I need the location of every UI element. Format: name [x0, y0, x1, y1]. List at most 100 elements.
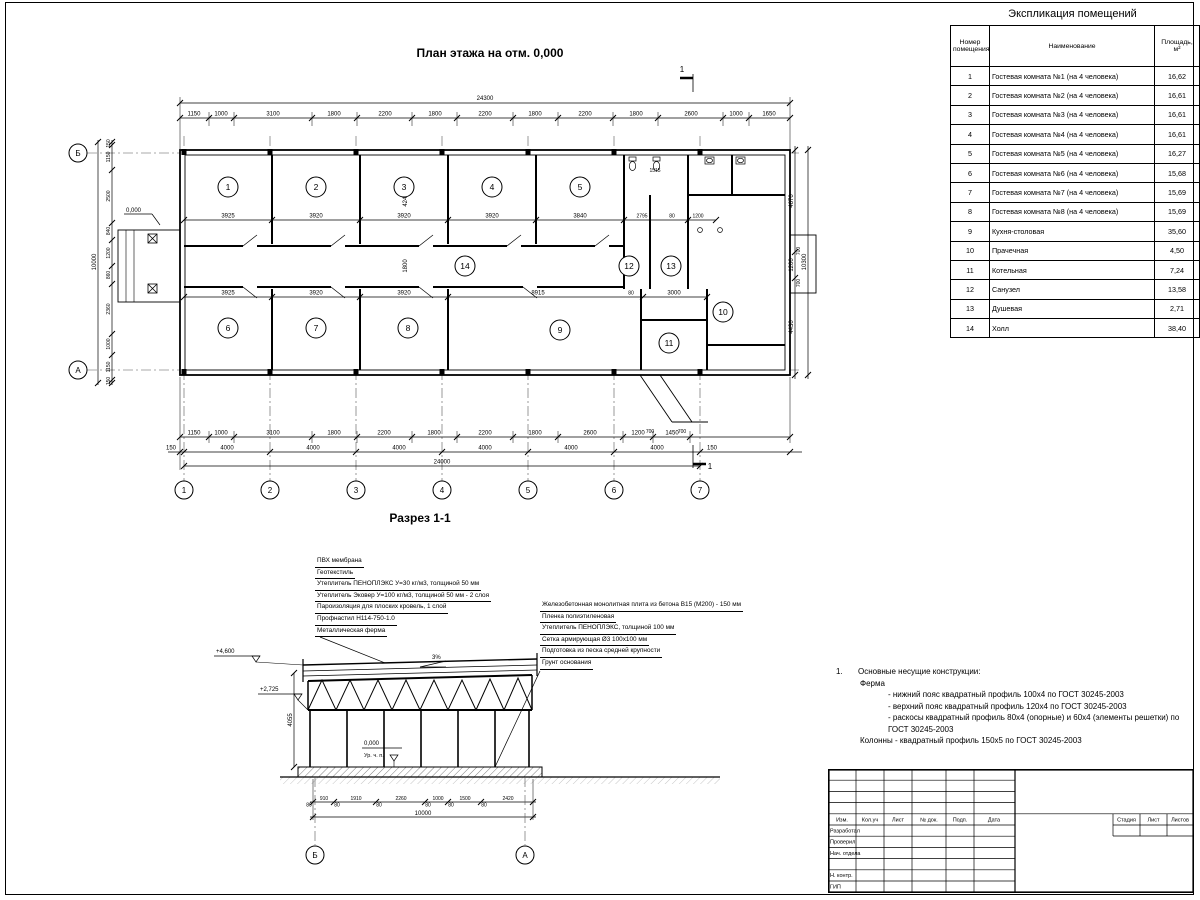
- sanitary-fixtures: [628, 156, 746, 233]
- axis-bubble: 5: [526, 486, 531, 495]
- dim-label: 4240: [403, 193, 409, 207]
- room-number-bubble: 9: [558, 325, 563, 335]
- dim-label: 4000: [220, 446, 234, 452]
- titleblock-stage: Стадия: [1117, 818, 1136, 824]
- roof-layer: Утеплитель Эковер У=100 кг/м3, толщиной …: [315, 591, 492, 603]
- dim-label: 1200: [106, 247, 112, 258]
- elevation-label: +2,725: [260, 687, 279, 693]
- dim-label: 700: [796, 247, 802, 256]
- titleblock-header: Кол.уч: [862, 818, 879, 824]
- room-schedule: Экспликация помещений Номер помещения На…: [950, 8, 1200, 339]
- dim-label: 1800: [403, 259, 409, 273]
- room-number: 1: [950, 65, 990, 87]
- room-name: Санузел: [989, 279, 1155, 300]
- room-number: 14: [950, 318, 990, 339]
- section-cut-marks: 1 1: [680, 65, 713, 471]
- dim-label: 910: [320, 796, 329, 802]
- dim-label: 3000: [667, 291, 681, 297]
- section-title: Разрез 1-1: [389, 511, 451, 525]
- room-number: 5: [950, 143, 990, 164]
- dim-label: 2200: [378, 112, 392, 118]
- room-number-bubble: 1: [226, 182, 231, 192]
- floor-layer: Грунт основания: [540, 658, 594, 670]
- titleblock-role: Н. контр.: [830, 873, 853, 879]
- roof-truss: [307, 674, 533, 712]
- room-area: 16,61: [1154, 85, 1200, 106]
- room-name: Кухня-столовая: [989, 221, 1155, 242]
- notes-subitem: - верхний пояс квадратный профиль 120х4 …: [888, 701, 1127, 711]
- dim-label: 150: [166, 446, 177, 452]
- dim-label: 2200: [377, 431, 391, 437]
- room-name: Гостевая комната №8 (на 4 человека): [989, 201, 1155, 223]
- column-marks: [181, 149, 703, 375]
- dim-label: 2420: [502, 796, 513, 802]
- dim-label: 1000: [214, 431, 228, 437]
- dim-label: 80: [448, 803, 454, 809]
- sheet-frame: [5, 2, 1194, 895]
- floor-plan-svg: 0,000 1 1: [68, 65, 817, 500]
- floor-slab: [280, 766, 720, 784]
- room-number-bubble: 5: [578, 182, 583, 192]
- dim-label: 2600: [684, 112, 698, 118]
- room-number: 7: [950, 182, 990, 203]
- room-name: Гостевая комната №6 (на 4 человека): [989, 162, 1155, 184]
- interior-walls: [184, 155, 785, 370]
- titleblock-role: Нач. отдела: [830, 851, 861, 857]
- roof-layer: Металлическая ферма: [315, 626, 388, 638]
- dim-label: 3920: [309, 214, 323, 220]
- section-svg: +4,600 +2,725 0,000 Ур. ч. п. 3%: [214, 636, 720, 865]
- titleblock-role: ГИП: [830, 884, 841, 890]
- dimension-ticks: [94, 99, 812, 470]
- room-area: 38,40: [1154, 318, 1200, 339]
- room-area: 15,69: [1154, 182, 1200, 203]
- titleblock-header: Дата: [988, 818, 1001, 824]
- dim-label: 24300: [477, 96, 494, 102]
- titleblock-role: Разработал: [830, 829, 860, 835]
- title-block-grid: [828, 769, 1194, 893]
- roof-layer: Пароизоляция для плоских кровель, 1 слой: [315, 602, 449, 614]
- section-mark-label: 1: [680, 65, 685, 74]
- plan-zero-elevation: 0,000: [126, 208, 142, 214]
- right-porch: [789, 234, 817, 294]
- dim-label: 1500: [459, 796, 470, 802]
- floor-layer: Сетка армирующая Ø3 100х100 мм: [540, 635, 650, 647]
- dim-label: 1910: [350, 796, 361, 802]
- section-mark-label: 1: [708, 462, 713, 471]
- room-name: Гостевая комната №4 (на 4 человека): [989, 124, 1155, 145]
- dim-label: 2600: [583, 431, 597, 437]
- elevation-marks: +4,600 +2,725 0,000 Ур. ч. п. 3%: [214, 649, 447, 767]
- notes-number: 1.: [836, 667, 843, 676]
- dim-label: 1450: [665, 431, 679, 437]
- dim-label: 80: [481, 803, 487, 809]
- roof-layer: Утеплитель ПЕНОПЛЭКС У=30 кг/м3, толщино…: [315, 579, 482, 591]
- dimension-lines: [97, 102, 809, 467]
- dim-label: 3920: [397, 214, 411, 220]
- room-area: 16,62: [1154, 65, 1200, 87]
- notes-line: 1.Основные несущие конструкции:: [832, 666, 1190, 678]
- dim-label: 80: [669, 214, 675, 220]
- room-area: 4,50: [1154, 240, 1200, 261]
- dim-label: 8915: [531, 291, 545, 297]
- section-dim-lines: [293, 673, 536, 820]
- floor-layer: Железобетонная монолитная плита из бетон…: [540, 600, 744, 612]
- room-number-bubble: 8: [406, 323, 411, 333]
- roof-layer: Геотекстиль: [315, 568, 356, 580]
- dim-label: 2795: [636, 214, 647, 220]
- titleblock-stage: Лист: [1148, 818, 1160, 824]
- dim-label: 3920: [397, 291, 411, 297]
- titleblock-role: Проверил: [830, 840, 855, 846]
- dim-label: 1800: [427, 431, 441, 437]
- dim-label: 3100: [266, 112, 280, 118]
- floor-layers-annotation: Железобетонная монолитная плита из бетон…: [540, 600, 744, 670]
- room-area: 13,58: [1154, 279, 1200, 300]
- dim-label: 700: [796, 279, 802, 288]
- axis-bubble: Б: [312, 851, 317, 860]
- dim-label: 2260: [395, 796, 406, 802]
- dim-label: 24000: [434, 460, 451, 466]
- axis-bubble: 6: [612, 486, 617, 495]
- elevation-label: 0,000: [364, 741, 380, 747]
